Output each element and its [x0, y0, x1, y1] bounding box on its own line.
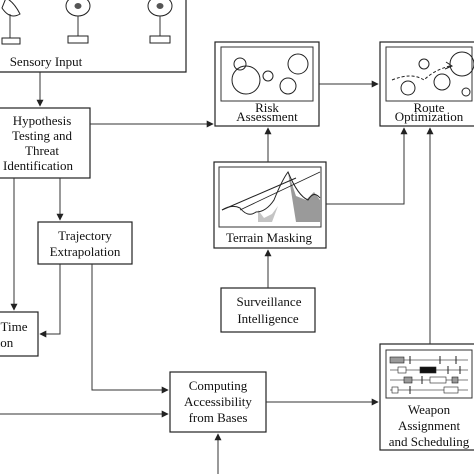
hypothesis-line-4: Identification	[3, 158, 74, 173]
route-line-2: Optimization	[395, 109, 464, 124]
risk-line-2: Assessment	[236, 109, 298, 124]
hypothesis-line-3: Threat	[25, 143, 59, 158]
radar-dish-icon	[1, 0, 21, 45]
computing-accessibility-box: Computing Accessibility from Bases	[169, 371, 267, 433]
radar-dish-icon	[147, 0, 173, 44]
terrain-profile	[221, 170, 321, 222]
route-line-1: Route	[413, 100, 444, 115]
risk-assessment-box: Risk Assessment	[214, 41, 320, 127]
terrain-masking-box: Terrain Masking	[213, 161, 327, 249]
time-line-1: Time	[1, 319, 28, 334]
sensory-input-label: Sensory Input	[10, 54, 83, 69]
computing-line-2: Accessibility	[184, 394, 252, 409]
surveillance-line-2: Intelligence	[237, 311, 299, 326]
route-circles	[400, 51, 474, 97]
time-line-2: ion	[0, 335, 14, 350]
trajectory-line-1: Trajectory	[58, 228, 112, 243]
hypothesis-line-2: Testing and	[12, 128, 73, 143]
weapon-line-1: Weapon	[408, 402, 451, 417]
arrow-trajectory-to-time	[39, 264, 61, 338]
time-box: Time ion	[0, 311, 39, 357]
hypothesis-line-1: Hypothesis	[13, 113, 72, 128]
radar-dish-icon	[65, 0, 91, 44]
weapon-assignment-box: Weapon Assignment and Scheduling	[379, 343, 474, 451]
risk-line-1: Risk	[255, 100, 279, 115]
arrow-terrain-to-route	[326, 127, 408, 205]
schedule-chart	[389, 356, 468, 394]
arrow-trajectory-to-computing	[91, 264, 169, 394]
route-optimization-box: Route Optimization	[379, 41, 474, 127]
surveillance-line-1: Surveillance	[237, 294, 302, 309]
computing-line-3: from Bases	[189, 410, 248, 425]
sensory-input-box: Sensory Input	[0, 0, 187, 73]
hypothesis-box: Hypothesis Testing and Threat Identifica…	[0, 107, 91, 179]
computing-line-1: Computing	[189, 378, 248, 393]
trajectory-box: Trajectory Extrapolation	[37, 221, 133, 265]
threat-circles	[231, 53, 309, 95]
terrain-masking-label: Terrain Masking	[226, 230, 313, 245]
connectors	[0, 72, 434, 474]
weapon-line-2: Assignment	[398, 418, 461, 433]
surveillance-box: Surveillance Intelligence	[220, 287, 316, 333]
weapon-line-3: and Scheduling	[389, 434, 470, 449]
trajectory-line-2: Extrapolation	[50, 244, 121, 259]
